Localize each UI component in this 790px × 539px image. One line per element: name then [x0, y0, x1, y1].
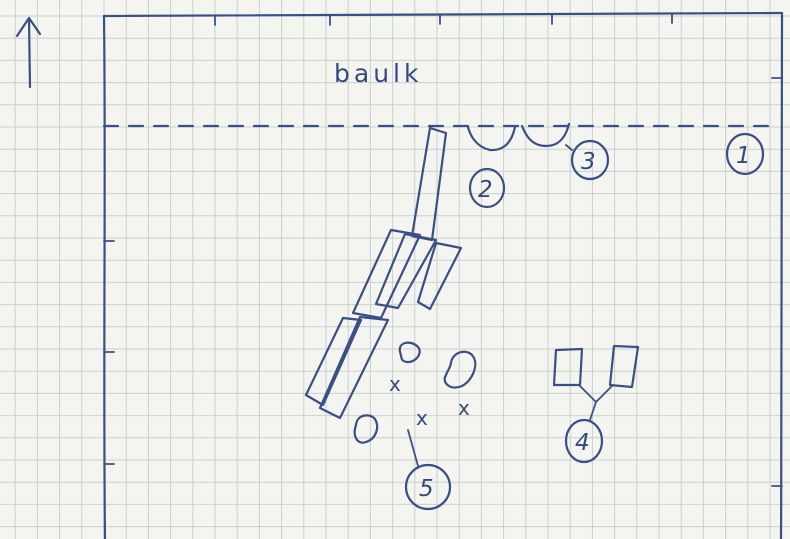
- leader-line-5: [408, 430, 418, 466]
- marker-1: 1: [727, 134, 763, 174]
- cross-mark: x: [389, 372, 401, 396]
- marker-5-label: 5: [419, 476, 434, 502]
- up-arrow: [17, 18, 40, 87]
- baulk-label: baulk: [334, 59, 422, 88]
- marker-1-label: 1: [736, 143, 751, 169]
- cross-mark: x: [458, 396, 470, 420]
- marker-5: 5: [406, 465, 450, 509]
- marker-3-label: 3: [581, 149, 596, 175]
- marker-2: 2: [470, 169, 504, 207]
- marker-3: 3: [572, 141, 608, 179]
- blocks-4: [554, 346, 638, 420]
- marker-2-label: 2: [478, 177, 493, 203]
- cross-mark: x: [416, 406, 428, 430]
- marker-4-label: 4: [575, 430, 590, 456]
- cross-marks: x x x: [389, 372, 470, 430]
- cup-shapes-3: [468, 124, 569, 150]
- marker-4: 4: [566, 420, 602, 462]
